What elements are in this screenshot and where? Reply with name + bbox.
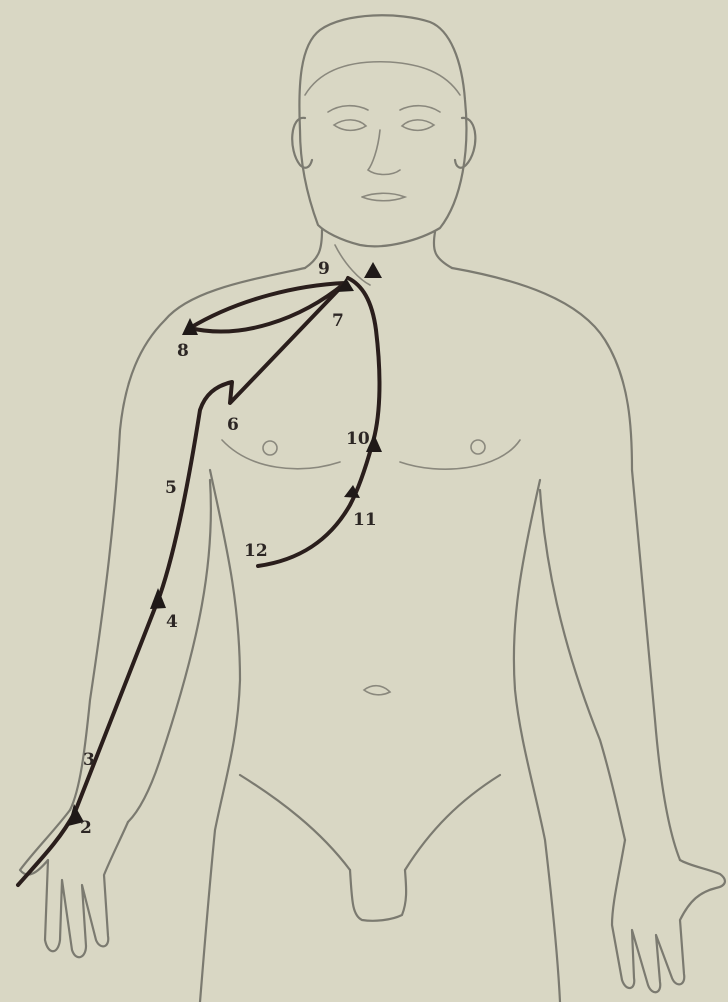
right-shoulder-arm	[452, 268, 680, 860]
navel	[364, 686, 390, 695]
point-label-9: 9	[318, 259, 330, 279]
right-nipple	[471, 440, 485, 454]
nose	[368, 130, 400, 175]
head-outline	[299, 15, 466, 246]
meridian-neck-to-chest	[348, 278, 379, 445]
groin-right	[405, 775, 500, 870]
left-eyebrow	[328, 106, 368, 112]
point-label-6: 6	[227, 415, 239, 435]
point-label-5: 5	[165, 478, 177, 498]
torso-right-side	[514, 480, 560, 1002]
left-nipple	[263, 441, 277, 455]
point-label-2: 2	[80, 818, 92, 838]
genitals	[350, 870, 406, 921]
point-label-3: 3	[83, 750, 95, 770]
right-hand	[612, 840, 725, 992]
groin-left	[240, 775, 350, 870]
point-label-10: 10	[346, 429, 370, 449]
mouth	[362, 193, 405, 201]
left-eye	[334, 120, 366, 131]
arrow-4	[150, 588, 166, 609]
right-inner-arm	[540, 490, 625, 840]
neck-right	[434, 232, 452, 268]
meridian-path	[18, 278, 379, 885]
meridian-hand-to-armpit	[18, 283, 345, 885]
hairline	[305, 62, 460, 95]
point-label-8: 8	[177, 341, 189, 361]
body-outline	[20, 15, 725, 1002]
right-eye	[402, 120, 434, 131]
right-eyebrow	[400, 106, 440, 112]
point-label-12: 12	[244, 541, 268, 561]
torso-left-side	[200, 470, 240, 1002]
point-label-4: 4	[166, 612, 178, 632]
left-hand	[20, 810, 128, 957]
point-label-7: 7	[332, 311, 344, 331]
meridian-chest-to-12	[258, 445, 372, 566]
point-label-11: 11	[353, 510, 377, 530]
arrow-9	[364, 262, 382, 278]
left-inner-arm	[128, 480, 211, 822]
point-labels: 2 3 4 5 6 7 8 9 10 11 12	[80, 259, 377, 838]
